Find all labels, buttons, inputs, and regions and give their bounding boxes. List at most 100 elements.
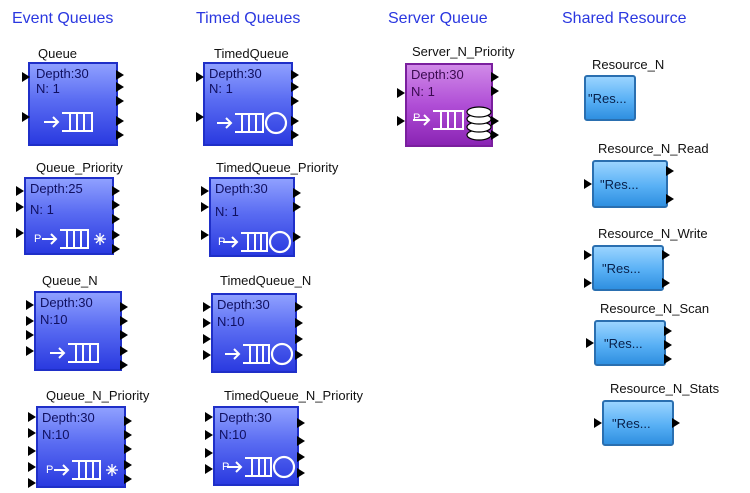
timed-queue-output-port[interactable] — [291, 130, 299, 140]
timed-queue-output-port[interactable] — [291, 96, 299, 106]
resource-n-write-input-port[interactable] — [584, 250, 592, 260]
server-output-port[interactable] — [491, 86, 499, 96]
queue-n-priority-output-port[interactable] — [124, 416, 132, 426]
queue-n-output-port[interactable] — [120, 316, 128, 326]
timed-queue-n-priority-output-port[interactable] — [297, 452, 305, 462]
queue-priority-input-port[interactable] — [16, 186, 24, 196]
queue-n-priority-output-port[interactable] — [124, 430, 132, 440]
queue-n-priority-output-port[interactable] — [124, 444, 132, 454]
queue-priority-block[interactable]: Depth:25 N: 1 P — [24, 177, 114, 255]
timed-queue-priority-input-port[interactable] — [201, 186, 209, 196]
timed-queue-n-output-port[interactable] — [295, 334, 303, 344]
timed-queue-n-priority-input-port[interactable] — [205, 412, 213, 422]
server-p-label: P — [413, 112, 421, 124]
timed-queue-priority-input-port[interactable] — [201, 202, 209, 212]
server-depth: Depth:30 — [411, 67, 464, 82]
timed-queue-n-input-port[interactable] — [203, 302, 211, 312]
timed-queue-n-block[interactable]: Depth:30 N:10 — [211, 293, 297, 373]
queue-n-output-port[interactable] — [120, 302, 128, 312]
queue-n-priority-output-port[interactable] — [124, 460, 132, 470]
server-output-port[interactable] — [491, 116, 499, 126]
queue-n-priority-input-port[interactable] — [28, 428, 36, 438]
resource-n-stats-block[interactable]: "Res... — [602, 400, 674, 446]
queue-n-priority-input-port[interactable] — [28, 478, 36, 488]
timed-queue-n-priority-output-port[interactable] — [297, 418, 305, 428]
queue-n-output-port[interactable] — [120, 330, 128, 340]
resource-n-scan-input-port[interactable] — [586, 338, 594, 348]
queue-n-input-port[interactable] — [26, 330, 34, 340]
server-input-port[interactable] — [397, 88, 405, 98]
timed-queue-output-port[interactable] — [291, 70, 299, 80]
resource-n-scan-output-port[interactable] — [664, 340, 672, 350]
timed-queue-n-priority-input-port[interactable] — [205, 448, 213, 458]
timed-queue-n-priority-output-port[interactable] — [297, 468, 305, 478]
timed-queue-n-output-port[interactable] — [295, 350, 303, 360]
queue-output-port[interactable] — [116, 82, 124, 92]
timed-queue-n-output-port[interactable] — [295, 318, 303, 328]
timed-queue-n-output-port[interactable] — [295, 302, 303, 312]
resource-n-stats-output-port[interactable] — [672, 418, 680, 428]
timed-queue-input-port[interactable] — [196, 112, 204, 122]
queue-n-priority-block[interactable]: Depth:30 N:10 P — [36, 406, 126, 488]
queue-block[interactable]: Depth:30 N: 1 — [28, 62, 118, 146]
queue-priority-output-port[interactable] — [112, 244, 120, 254]
timed-queue-output-port[interactable] — [291, 82, 299, 92]
server-output-port[interactable] — [491, 72, 499, 82]
server-n-priority-block[interactable]: Depth:30 N: 1 P — [405, 63, 493, 147]
queue-output-port[interactable] — [116, 70, 124, 80]
timed-queue-priority-input-port[interactable] — [201, 230, 209, 240]
queue-output-port[interactable] — [116, 130, 124, 140]
queue-output-port[interactable] — [116, 96, 124, 106]
queue-output-port[interactable] — [116, 116, 124, 126]
queue-n-priority-block-title: Queue_N_Priority — [46, 388, 150, 403]
queue-priority-output-port[interactable] — [112, 200, 120, 210]
resource-n-block[interactable]: "Res... — [584, 75, 636, 121]
queue-n-priority-input-port[interactable] — [28, 446, 36, 456]
resource-n-scan-block[interactable]: "Res... — [594, 320, 666, 366]
timed-queue-n-priority-input-port[interactable] — [205, 464, 213, 474]
server-output-port[interactable] — [491, 130, 499, 140]
queue-priority-input-port[interactable] — [16, 228, 24, 238]
timed-queue-priority-depth: Depth:30 — [215, 181, 268, 196]
queue-n-priority-output-port[interactable] — [124, 474, 132, 484]
server-input-port[interactable] — [397, 116, 405, 126]
timed-queue-input-port[interactable] — [196, 72, 204, 82]
timed-queue-n-input-port[interactable] — [203, 350, 211, 360]
timed-queue-output-port[interactable] — [291, 116, 299, 126]
resource-n-stats-input-port[interactable] — [594, 418, 602, 428]
timed-queue-priority-output-port[interactable] — [293, 202, 301, 212]
queue-priority-input-port[interactable] — [16, 202, 24, 212]
queue-priority-output-port[interactable] — [112, 230, 120, 240]
resource-n-read-output-port[interactable] — [666, 194, 674, 204]
queue-n-input-port[interactable] — [26, 316, 34, 326]
queue-n-input-port[interactable] — [26, 346, 34, 356]
resource-n-scan-output-port[interactable] — [664, 326, 672, 336]
resource-n-write-input-port[interactable] — [584, 278, 592, 288]
timed-queue-n-priority-block[interactable]: Depth:30 N:10 P — [213, 406, 299, 486]
queue-n-priority-input-port[interactable] — [28, 412, 36, 422]
queue-n-priority-input-port[interactable] — [28, 462, 36, 472]
resource-n-scan-output-port[interactable] — [664, 354, 672, 364]
resource-n-write-output-port[interactable] — [662, 250, 670, 260]
queue-n-input-port[interactable] — [26, 300, 34, 310]
resource-n-read-input-port[interactable] — [584, 179, 592, 189]
timed-queue-block[interactable]: Depth:30 N: 1 — [203, 62, 293, 146]
timed-queue-priority-block[interactable]: Depth:30 N: 1 P — [209, 177, 295, 257]
timed-queue-priority-output-port[interactable] — [293, 232, 301, 242]
resource-n-write-block[interactable]: "Res... — [592, 245, 664, 291]
queue-input-port[interactable] — [22, 112, 30, 122]
queue-priority-output-port[interactable] — [112, 214, 120, 224]
queue-priority-output-port[interactable] — [112, 186, 120, 196]
queue-n-output-port[interactable] — [120, 346, 128, 356]
resource-n-read-block[interactable]: "Res... — [592, 160, 668, 208]
timed-queue-n-input-port[interactable] — [203, 318, 211, 328]
queue-n-output-port[interactable] — [120, 360, 128, 370]
resource-n-write-output-port[interactable] — [662, 278, 670, 288]
resource-n-read-output-port[interactable] — [666, 166, 674, 176]
timed-queue-n-input-port[interactable] — [203, 334, 211, 344]
timed-queue-n-priority-input-port[interactable] — [205, 430, 213, 440]
queue-input-port[interactable] — [22, 72, 30, 82]
timed-queue-priority-output-port[interactable] — [293, 188, 301, 198]
timed-queue-n-priority-output-port[interactable] — [297, 436, 305, 446]
queue-n-block[interactable]: Depth:30 N:10 — [34, 291, 122, 371]
